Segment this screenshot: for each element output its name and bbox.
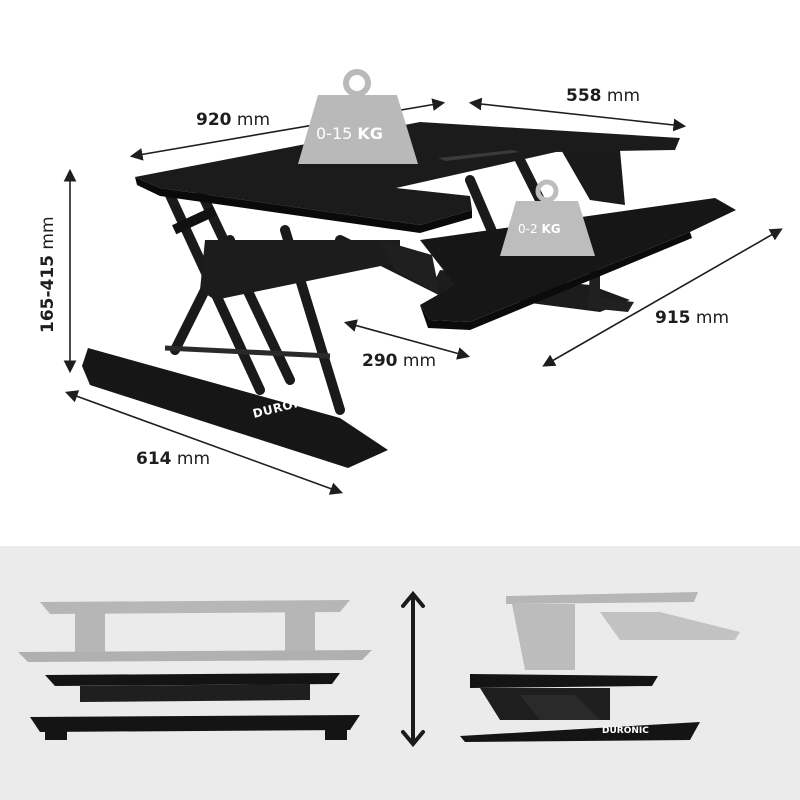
label-keyboard-depth: 290 mm — [362, 351, 437, 371]
cross-bar — [200, 240, 400, 300]
standing-desk-converter: DURONIC — [82, 122, 736, 468]
side-view-brand-logo: DURONIC — [602, 726, 649, 736]
weight-label-top: 0-15 KG — [316, 124, 383, 143]
gas-spring — [164, 345, 331, 359]
weight-icon-keyboard — [500, 179, 595, 256]
release-lever — [172, 206, 218, 235]
label-height-range: 165-415 mm — [38, 216, 58, 333]
front-view-raised-ghost — [18, 600, 372, 662]
lower-panel — [0, 546, 800, 800]
device-slot — [438, 150, 520, 161]
arrow-width-keyboard — [468, 97, 687, 132]
desktop-top — [135, 122, 680, 225]
desktop-edge — [135, 177, 472, 233]
label-width-top: 920 mm — [196, 110, 271, 130]
keyboard-rear-bracket — [560, 148, 625, 205]
dimension-arrows — [63, 97, 783, 495]
arrow-keyboard-depth — [343, 319, 471, 360]
weight-label-keyboard: 0-2 KG — [518, 222, 561, 236]
front-view-lowered — [30, 673, 360, 740]
weight-icon-top — [298, 69, 418, 164]
arrow-depth-total — [542, 228, 783, 367]
keyboard-bracket — [380, 240, 440, 295]
side-view-raised-ghost — [506, 592, 740, 670]
side-view-lowered: DURONIC — [460, 674, 700, 742]
label-depth-total: 915 mm — [655, 308, 730, 328]
height-adjust-arrow — [401, 590, 425, 748]
label-width-keyboard: 558 mm — [566, 86, 641, 106]
label-base-depth: 614 mm — [136, 449, 211, 469]
arrow-base-depth — [64, 390, 344, 495]
